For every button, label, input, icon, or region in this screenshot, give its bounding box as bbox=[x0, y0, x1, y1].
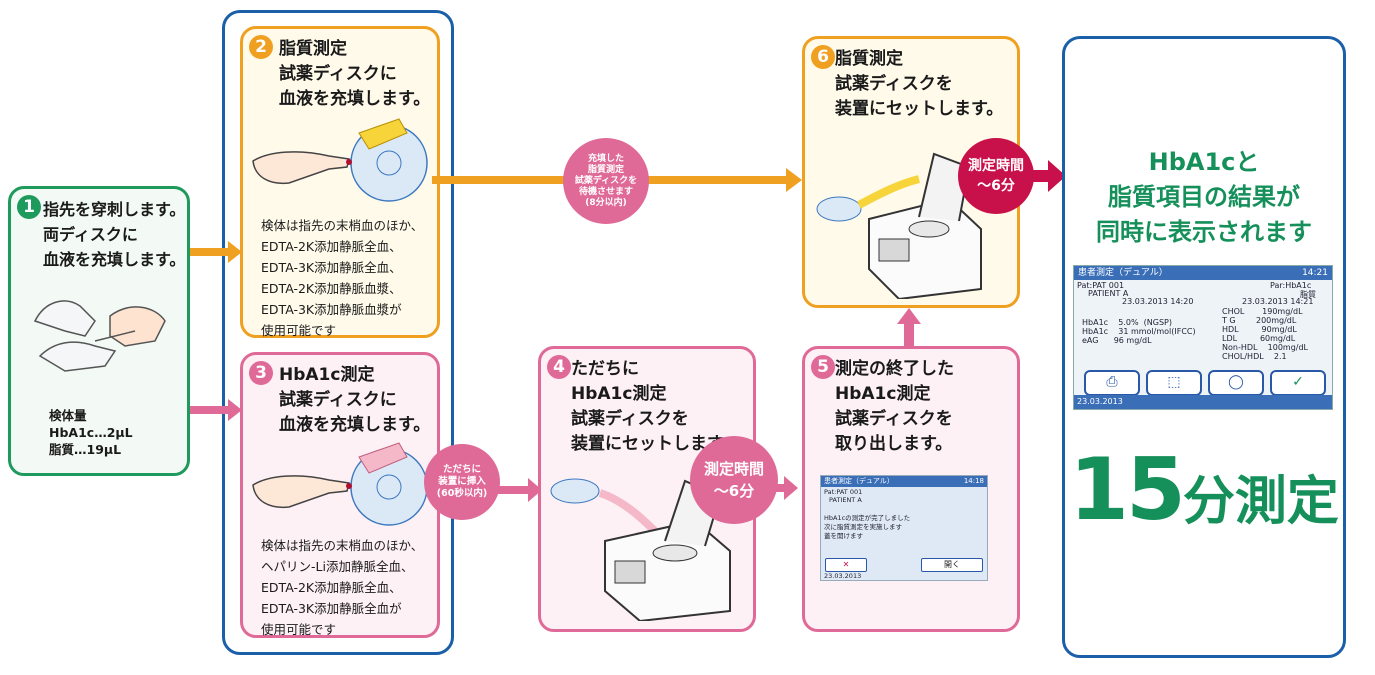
glove-hands-illustration bbox=[33, 300, 166, 372]
result-screen-par2: 脂質 bbox=[1300, 290, 1316, 299]
wait-bubble: 充填した 脂質測定 試薬ディスクを 待機させます (8分以内) bbox=[563, 138, 649, 224]
arrow-step4-to-step5-head bbox=[784, 476, 798, 500]
step1-box: 1 指先を穿刺します。 両ディスクに 血液を充填します。 検体量 HbA1c…2… bbox=[8, 186, 190, 476]
arrow-to-step3 bbox=[190, 406, 230, 414]
step3-title: HbA1c測定 試薬ディスクに 血液を充填します。 bbox=[279, 365, 431, 435]
step3-note: 検体は指先の末梢血のほか、 ヘパリン-Li添加静脈全血、 EDTA-2K添加静脈… bbox=[261, 538, 424, 637]
step5-title: 測定の終了した HbA1c測定 試薬ディスクを 取り出します。 bbox=[835, 359, 954, 454]
arrow-to-step3-head bbox=[228, 399, 242, 421]
step3-box: 3 HbA1c測定 試薬ディスクに 血液を充填します。 検体は指先の末梢血のほか… bbox=[240, 352, 440, 638]
arrow-step5-to-step6 bbox=[904, 322, 914, 348]
step1-badge: 1 bbox=[17, 195, 41, 219]
step6-title: 脂質測定 試薬ディスクを 装置にセットします。 bbox=[835, 49, 1004, 119]
comment-button[interactable]: ◯ bbox=[1208, 370, 1264, 396]
time-bubble-pink: 測定時間 〜6分 bbox=[690, 436, 778, 524]
arrow-to-step2-head bbox=[228, 241, 242, 263]
mini-open-button[interactable]: 開く bbox=[921, 558, 983, 572]
result-screen-footer: 23.03.2013 bbox=[1074, 395, 1332, 409]
result-screen-patient: PATIENT A bbox=[1088, 289, 1129, 298]
step4-badge: 4 bbox=[547, 355, 571, 379]
hba1c-disc-finger-illustration bbox=[252, 442, 428, 526]
mini-screen: 患者測定（デュアル） 14:18 Pat:PAT 001 PATIENT A H… bbox=[820, 475, 988, 581]
arrow-to-step2 bbox=[190, 248, 230, 256]
insert-bubble: ただちに 装置に挿入 (60秒以内) bbox=[424, 444, 500, 520]
step2-note: 検体は指先の末梢血のほか、 EDTA-2K添加静脈全血、 EDTA-3K添加静脈… bbox=[261, 218, 424, 338]
result-screen-header: 患者測定（デュアル） 14:21 bbox=[1074, 266, 1332, 280]
mini-screen-title: 患者測定（デュアル） bbox=[824, 477, 894, 485]
result-screen-date-right: 23.03.2013 14:21 bbox=[1242, 297, 1314, 306]
arrow-step5-to-step6-head bbox=[897, 308, 921, 324]
mini-cancel-button[interactable]: ✕ bbox=[825, 558, 867, 572]
arrow-step6-to-result-head bbox=[1048, 160, 1066, 192]
time-bubble-red: 測定時間 〜6分 bbox=[958, 138, 1034, 214]
arrow-step4-to-step5 bbox=[756, 484, 786, 492]
step2-badge: 2 bbox=[249, 35, 273, 59]
step2-box: 2 脂質測定 試薬ディスクに 血液を充填します。 検体は指先の末梢血のほか、 E… bbox=[240, 26, 440, 338]
big-unit: 分測定 bbox=[1182, 472, 1339, 532]
step3-badge: 3 bbox=[249, 361, 273, 385]
mini-screen-message: HbA1cの測定が完了しました 次に脂質測定を実施します 蓋を開けます bbox=[824, 514, 911, 540]
fifteen-minute-label: 15分測定 bbox=[1062, 440, 1346, 540]
result-screen-title: 患者測定（デュアル） bbox=[1078, 268, 1168, 278]
mini-screen-time: 14:18 bbox=[963, 477, 984, 485]
result-screen-time: 14:21 bbox=[1302, 268, 1328, 278]
step2-title: 脂質測定 試薬ディスクに 血液を充填します。 bbox=[279, 39, 431, 109]
step6-box: 6 脂質測定 試薬ディスクを 装置にセットします。 bbox=[802, 36, 1020, 308]
print-button[interactable]: ⎙ bbox=[1084, 370, 1140, 396]
mini-screen-header: 患者測定（デュアル） 14:18 bbox=[821, 476, 987, 487]
mini-screen-footer: 23.03.2013 bbox=[824, 572, 862, 580]
result-screen-date-left: 23.03.2013 14:20 bbox=[1122, 297, 1194, 306]
step1-title: 指先を穿刺します。 両ディスクに 血液を充填します。 bbox=[43, 200, 186, 269]
patient-button[interactable]: ⬚ bbox=[1146, 370, 1202, 396]
result-screen: 患者測定（デュアル） 14:21 Pat:PAT 001 PATIENT A P… bbox=[1073, 265, 1333, 410]
big-number: 15 bbox=[1069, 440, 1186, 540]
arrow-step6-to-result bbox=[1030, 170, 1050, 182]
result-screen-par: Par:HbA1c bbox=[1270, 281, 1312, 290]
result-title: HbA1cと 脂質項目の結果が 同時に表示されます bbox=[1096, 148, 1312, 246]
lipid-disc-finger-illustration bbox=[252, 118, 428, 202]
step4-title: ただちに HbA1c測定 試薬ディスクを 装置にセットします。 bbox=[571, 359, 740, 454]
mini-screen-pat: Pat:PAT 001 bbox=[824, 488, 863, 496]
analyzer-lipid-illustration bbox=[816, 152, 982, 299]
mini-screen-patient: PATIENT A bbox=[829, 496, 862, 504]
confirm-button[interactable]: ✓ bbox=[1270, 370, 1326, 396]
fingertip-group-frame bbox=[222, 10, 454, 655]
arrow-step2-to-step6-head bbox=[786, 168, 802, 192]
step1-volume: 検体量 HbA1c…2μL 脂質…19μL bbox=[49, 408, 133, 457]
result-screen-lipids: CHOL 190mg/dL T G 200mg/dL HDL 90mg/dL L… bbox=[1222, 307, 1309, 361]
step5-badge: 5 bbox=[811, 355, 835, 379]
analyzer-hba1c-illustration bbox=[550, 478, 731, 621]
result-screen-pat: Pat:PAT 001 bbox=[1077, 281, 1125, 290]
step6-badge: 6 bbox=[811, 45, 835, 69]
result-screen-hba1c: HbA1c 5.0% (NGSP) HbA1c 31 mmol/mol(IFCC… bbox=[1082, 318, 1196, 345]
